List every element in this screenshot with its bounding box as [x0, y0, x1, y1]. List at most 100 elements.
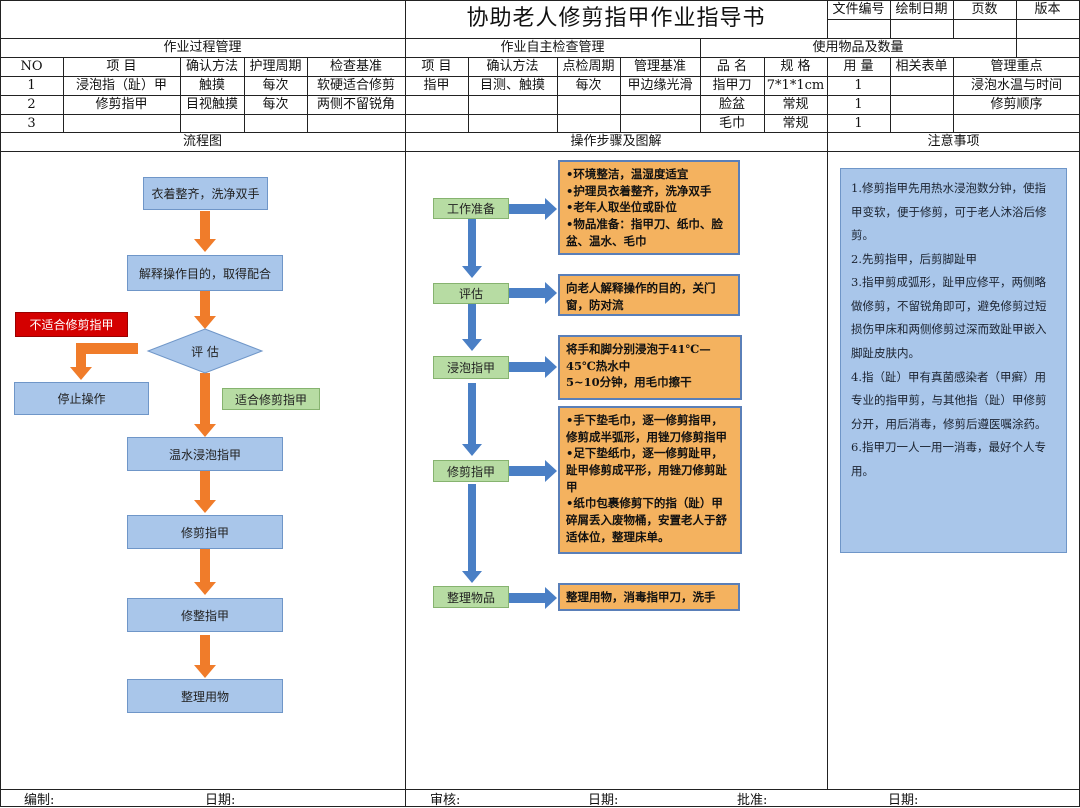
flow-node-assess: 评 估 [191, 344, 219, 359]
table-cell: 目测、触摸 [479, 78, 545, 93]
meta-version: 版本 [1034, 2, 1061, 17]
table-cell: 每次 [262, 78, 289, 93]
table-cell: 指甲刀 [712, 78, 752, 93]
step-detail-assess: 向老人解释操作的目的，关门窗，防对流 [558, 274, 740, 316]
table-header-cell: 管理重点 [990, 59, 1043, 74]
table-cell: 2 [27, 97, 36, 112]
section-flowchart: 流程图 [182, 134, 222, 149]
footer-approved-by: 批准: [737, 793, 768, 808]
table-header-cell: 规 格 [780, 59, 811, 74]
table-cell: 3 [27, 116, 36, 131]
table-cell: 每次 [575, 78, 602, 93]
flow-arrow-1 [194, 211, 216, 252]
section-self-check: 作业自主检查管理 [500, 40, 605, 55]
flow-node-file: 修整指甲 [127, 598, 283, 632]
step-line: 5~10分钟，用毛巾擦干 [566, 375, 692, 390]
table-cell: 浸泡水温与时间 [970, 78, 1062, 93]
table-cell: 目视触摸 [185, 97, 238, 112]
step-arrow-down-3 [462, 383, 482, 456]
table-cell: 脸盆 [718, 97, 745, 112]
flow-arrow-2 [194, 291, 216, 329]
table-header-cell: 点检周期 [562, 59, 615, 74]
table-cell: 两侧不留锐角 [316, 97, 395, 112]
step-detail-soak-text: 将手和脚分别浸泡于41℃—45℃热水中 5~10分钟，用毛巾擦干 [566, 341, 734, 391]
note-item: 4.指（趾）甲有真菌感染者（甲癣）用专业的指甲剪，与其他指（趾）甲修剪分开，用后… [851, 369, 1047, 431]
table-cell: 每次 [262, 97, 289, 112]
table-cell: 1 [854, 78, 863, 93]
table-header-cell: 确认方法 [486, 59, 539, 74]
table-cell: 甲边缘光滑 [627, 78, 693, 93]
flow-node-tidy: 整理用物 [127, 679, 283, 713]
footer-prepared-by: 编制: [24, 793, 55, 808]
table-cell: 指甲 [423, 78, 450, 93]
steps-arrows [462, 198, 557, 609]
step-detail-soak: 将手和脚分别浸泡于41℃—45℃热水中 5~10分钟，用毛巾擦干 [558, 335, 742, 400]
table-header-cell: 项 目 [106, 59, 137, 74]
step-detail-trim-text: •手下垫毛巾，逐一修剪指甲，修剪成半弧形，用锉刀修剪指甲•足下垫纸巾，逐一修剪趾… [566, 412, 734, 545]
table-header-cell: 相关表单 [895, 59, 948, 74]
meta-pages: 页数 [971, 2, 998, 17]
step-label-trim: 修剪指甲 [433, 460, 509, 482]
footer-date-1: 日期: [205, 793, 236, 808]
step-detail-assess-text: 向老人解释操作的目的，关门窗，防对流 [566, 280, 732, 313]
table-header-cell: 项 目 [421, 59, 452, 74]
table-cell: 浸泡指（趾）甲 [75, 78, 167, 93]
flow-node-soak: 温水浸泡指甲 [127, 437, 283, 471]
step-arrow-right-5 [508, 587, 557, 609]
step-arrow-right-1 [508, 198, 557, 220]
step-line: •老年人取坐位或卧位 [566, 200, 677, 215]
step-detail-tidy: 整理用物，消毒指甲刀，洗手 [558, 583, 740, 611]
flow-node-trim: 修剪指甲 [127, 515, 283, 549]
note-item: 3.指甲剪成弧形，趾甲应修平，两侧略做修剪，不留锐角即可，避免修剪过短损伤甲床和… [851, 275, 1047, 360]
section-process-mgmt: 作业过程管理 [163, 40, 242, 55]
notes-panel: 1.修剪指甲先用热水浸泡数分钟，使指甲变软，便于修剪，可于老人沐浴后修剪。 2.先… [840, 168, 1067, 553]
footer-date-2: 日期: [588, 793, 619, 808]
step-label-tidy: 整理物品 [433, 586, 509, 608]
step-label-prep: 工作准备 [433, 198, 509, 219]
flow-arrow-5 [194, 549, 216, 595]
section-notes: 注意事项 [927, 134, 980, 149]
step-line: •足下垫纸巾，逐一修剪趾甲，趾甲修剪成平形，用锉刀修剪趾甲 [566, 446, 727, 494]
step-detail-tidy-text: 整理用物，消毒指甲刀，洗手 [566, 589, 716, 606]
table-header-cell: 确认方法 [185, 59, 238, 74]
flow-arrow-not-suitable [70, 343, 138, 380]
table-cell: 常规 [782, 116, 809, 131]
table-cell: 修剪指甲 [95, 97, 148, 112]
note-item: 2.先剪指甲，后剪脚趾甲 [851, 251, 977, 266]
table-cell: 触摸 [198, 78, 225, 93]
suitable-label: 适合修剪指甲 [222, 388, 320, 410]
not-suitable-label: 不适合修剪指甲 [15, 312, 128, 337]
step-line: •护理员衣着整齐，洗净双手 [566, 183, 712, 198]
stop-operation-box: 停止操作 [14, 382, 149, 415]
step-arrow-right-2 [508, 282, 557, 304]
table-header-cell: 检查基准 [329, 59, 382, 74]
step-detail-prep-text: •环境整洁，温湿度适宜•护理员衣着整齐，洗净双手•老年人取坐位或卧位•物品准备：… [566, 166, 732, 249]
step-arrow-down-4 [462, 484, 482, 583]
note-item: 1.修剪指甲先用热水浸泡数分钟，使指甲变软，便于修剪，可于老人沐浴后修剪。 [851, 181, 1047, 243]
table-header-cell: NO [20, 59, 43, 74]
step-arrow-down-2 [462, 304, 482, 351]
meta-doc-number: 文件编号 [832, 2, 885, 17]
flow-arrow-3 [194, 373, 216, 437]
assess-diamond [146, 328, 264, 374]
table-cell: 1 [854, 97, 863, 112]
note-item: 6.指甲刀一人一用一消毒，最好个人专用。 [851, 440, 1046, 478]
section-steps: 操作步骤及图解 [570, 134, 662, 149]
step-detail-trim: •手下垫毛巾，逐一修剪指甲，修剪成半弧形，用锉刀修剪指甲•足下垫纸巾，逐一修剪趾… [558, 406, 742, 554]
flow-arrow-6 [194, 635, 216, 678]
table-header-cell: 品 名 [716, 59, 748, 74]
section-supplies: 使用物品及数量 [812, 40, 904, 55]
footer-reviewed-by: 审核: [430, 793, 461, 808]
step-line: 将手和脚分别浸泡于41℃—45℃热水中 [566, 342, 711, 373]
step-line: 向老人解释操作的目的，关门窗，防对流 [566, 281, 716, 312]
step-arrow-down-1 [462, 219, 482, 278]
step-line: •环境整洁，温湿度适宜 [566, 167, 689, 181]
step-label-soak: 浸泡指甲 [433, 356, 509, 379]
document-title: 协助老人修剪指甲作业指导书 [466, 6, 766, 31]
step-detail-prep: •环境整洁，温湿度适宜•护理员衣着整齐，洗净双手•老年人取坐位或卧位•物品准备：… [558, 160, 740, 255]
flow-node-explain: 解释操作目的，取得配合 [127, 255, 283, 291]
table-header-cell: 管理基准 [633, 59, 686, 74]
table-cell: 常规 [782, 97, 809, 112]
table-cell: 1 [27, 78, 36, 93]
